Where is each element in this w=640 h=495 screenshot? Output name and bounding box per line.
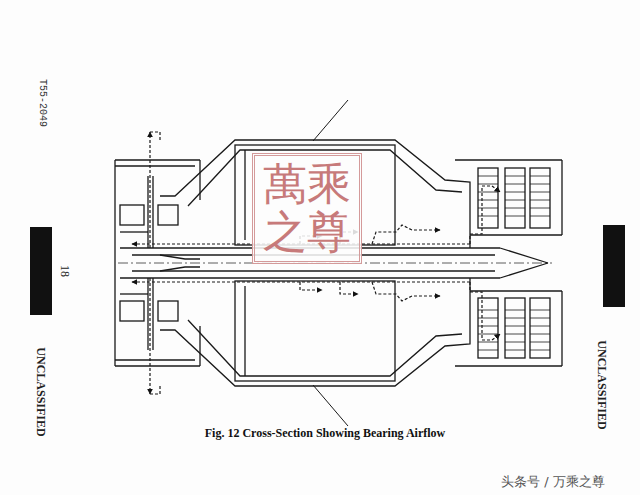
drawing-line (470, 234, 562, 235)
drawing-line (478, 168, 498, 228)
drawing-line (150, 132, 160, 140)
drawing-line (313, 100, 348, 141)
page-tab (603, 225, 625, 307)
classification-mark: UNCLASSIFIED (33, 347, 46, 436)
drawing-line (199, 160, 200, 200)
drawing-line (470, 186, 500, 244)
drawing-line (120, 231, 148, 232)
drawing-line (530, 168, 550, 228)
drawing-line (147, 176, 148, 248)
watermark: 头条号 / 万乘之尊 (501, 475, 605, 489)
document-number: T55-2049 (37, 79, 48, 127)
drawing-line (455, 159, 562, 160)
page-tab (30, 227, 52, 315)
drawing-line (244, 150, 245, 240)
figure-caption: Fig. 12 Cross-Section Showing Bearing Ai… (205, 427, 445, 440)
page-number: 18 (57, 265, 70, 277)
drawing-line (149, 132, 150, 248)
drawing-line (372, 225, 440, 244)
drawing-line (160, 255, 200, 259)
drawing-line (115, 159, 200, 160)
seal-stamp: 萬乘之尊 (252, 153, 362, 264)
drawing-line (114, 160, 115, 263)
drawing-line (500, 248, 548, 263)
seal-text: 萬乘之尊 (261, 160, 353, 257)
classification-mark: UNCLASSIFIED (594, 340, 607, 429)
drawing-line (505, 168, 525, 228)
drawing-line (115, 165, 195, 166)
engine-half-mirror (115, 263, 562, 426)
drawing-line (158, 205, 178, 225)
drawing-line (561, 160, 562, 235)
drawing-line (478, 176, 550, 216)
drawing-line (120, 205, 144, 225)
drawing-line (152, 176, 153, 248)
engine-half (115, 100, 562, 263)
